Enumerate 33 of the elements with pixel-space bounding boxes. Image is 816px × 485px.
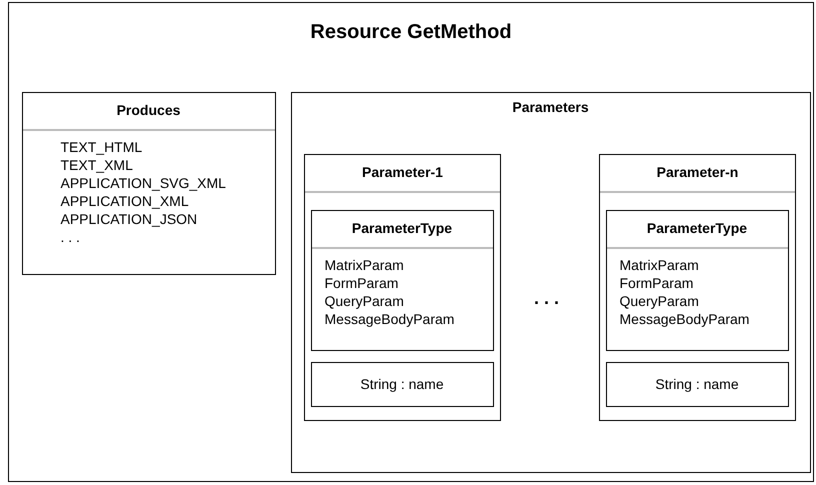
class-box bbox=[606, 210, 788, 350]
list-item: APPLICATION_JSON bbox=[60, 210, 198, 228]
list-item: MatrixParam bbox=[620, 256, 699, 274]
list-item: MessageBodyParam bbox=[324, 310, 454, 328]
class-name: ParameterType bbox=[352, 220, 452, 236]
frame-title: Resource GetMethod bbox=[310, 21, 512, 44]
class-box bbox=[22, 92, 276, 274]
list-item: APPLICATION_XML bbox=[60, 192, 189, 210]
list-item: MatrixParam bbox=[324, 256, 404, 274]
attribute-box bbox=[606, 362, 788, 406]
class-name: Parameter-n bbox=[656, 164, 738, 180]
group-box bbox=[290, 92, 810, 472]
list-item: TEXT_HTML bbox=[60, 138, 142, 156]
frame-box bbox=[8, 2, 814, 482]
list-item: QueryParam bbox=[620, 292, 699, 310]
list-item: FormParam bbox=[324, 274, 398, 292]
attribute-box bbox=[310, 362, 494, 406]
attribute-text: String : name bbox=[360, 376, 444, 392]
class-name: ParameterType bbox=[646, 220, 748, 236]
list-item: MessageBodyParam bbox=[620, 310, 750, 328]
group-title: Parameters bbox=[512, 98, 589, 114]
ellipsis-text: . . . bbox=[534, 288, 560, 309]
list-item: FormParam bbox=[620, 274, 694, 292]
class-name: Parameter-1 bbox=[362, 164, 443, 180]
list-item: APPLICATION_SVG_XML bbox=[60, 174, 226, 192]
list-item: . . . bbox=[60, 228, 80, 246]
class-box bbox=[599, 154, 796, 421]
list-item: QueryParam bbox=[324, 292, 404, 310]
attribute-text: String : name bbox=[655, 376, 739, 392]
class-box bbox=[310, 210, 494, 350]
class-name: Produces bbox=[116, 102, 180, 118]
class-box bbox=[304, 154, 501, 421]
list-item: TEXT_XML bbox=[60, 156, 133, 174]
